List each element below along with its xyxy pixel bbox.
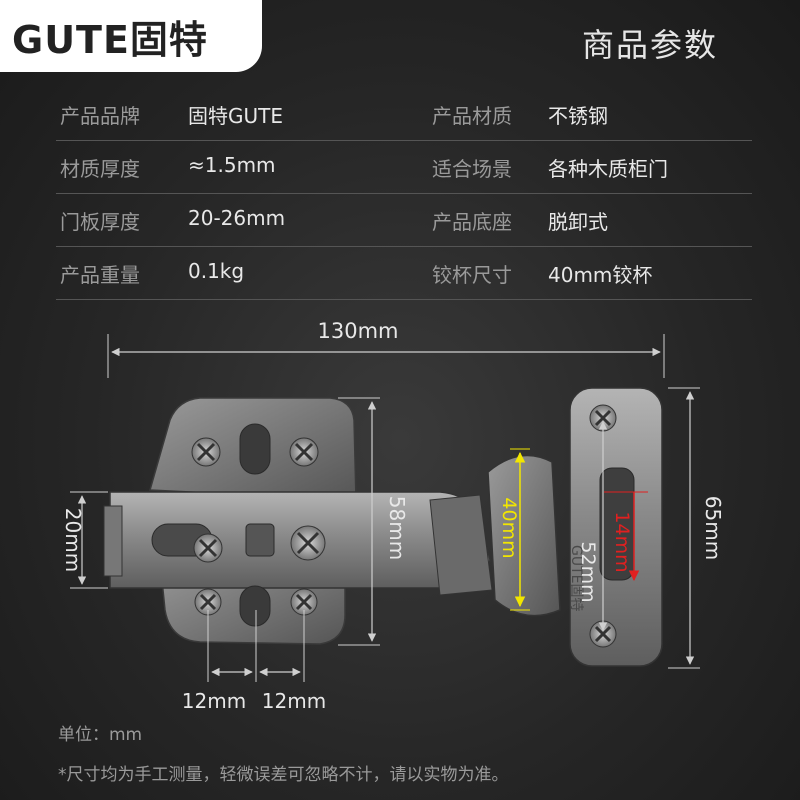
screw-icon (289, 437, 319, 467)
spec-row: 材质厚度 ≈1.5mm 适合场景 各种木质柜门 (56, 141, 752, 194)
screw-icon (589, 404, 617, 432)
dimension-cup-depth: 14mm (604, 491, 648, 582)
spec-row: 产品重量 0.1kg 铰杯尺寸 40mm铰杯 (56, 247, 752, 300)
spec-label: 产品品牌 (60, 104, 140, 128)
spec-label: 适合场景 (432, 157, 512, 181)
spec-label: 门板厚度 (60, 210, 140, 234)
dimension-plate-height: 65mm (668, 387, 725, 669)
screw-icon (193, 533, 223, 563)
screw-icon (290, 525, 326, 561)
dimension-total-width: 130mm (107, 319, 665, 378)
dim-label-cup-depth: 14mm (611, 511, 633, 572)
unit-note: 单位：mm (58, 725, 143, 745)
dim-label-screw-spacing-left: 12mm (182, 689, 246, 713)
spec-label: 铰杯尺寸 (432, 263, 512, 287)
dimension-screw-spacing: 12mm 12mm (182, 610, 326, 713)
dim-label-screw-spacing-right: 12mm (262, 689, 326, 713)
page-title: 商品参数 (582, 26, 719, 64)
dim-label-plate-height: 65mm (701, 496, 725, 560)
spec-label: 产品材质 (432, 104, 512, 128)
dim-label-base-height: 20mm (61, 508, 85, 572)
hinge-illustration: GUTE固特 (103, 387, 663, 667)
dimension-arm-height: 58mm (338, 397, 409, 646)
spec-value: 40mm铰杯 (548, 263, 653, 287)
dimension-hole-spacing: 52mm (577, 421, 608, 631)
screw-icon (589, 620, 617, 648)
spec-label: 材质厚度 (60, 157, 140, 181)
spec-row: 产品品牌 固特GUTE 产品材质 不锈钢 (56, 88, 752, 141)
spec-value: 0.1kg (188, 259, 245, 283)
spec-row: 门板厚度 20-26mm 产品底座 脱卸式 (56, 194, 752, 247)
dimension-cup-diameter: 40mm (498, 448, 530, 611)
dim-label-arm-height: 58mm (385, 496, 409, 560)
spec-value: 固特GUTE (188, 104, 283, 128)
spec-table: 产品品牌 固特GUTE 产品材质 不锈钢 材质厚度 ≈1.5mm 适合场景 各种… (56, 88, 752, 300)
spec-label: 产品重量 (60, 263, 140, 287)
spec-value: 不锈钢 (548, 104, 608, 128)
disclaimer-note: *尺寸均为手工测量，轻微误差可忽略不计，请以实物为准。 (58, 765, 509, 785)
spec-value: 20-26mm (188, 206, 286, 230)
dim-label-cup-diameter: 40mm (498, 497, 520, 558)
spec-label: 产品底座 (432, 210, 512, 234)
brand-name: GUTE固特 (12, 17, 208, 62)
screw-icon (191, 437, 221, 467)
spec-value: 脱卸式 (548, 210, 608, 234)
dim-label-total-width: 130mm (318, 319, 399, 343)
spec-value: 各种木质柜门 (548, 157, 668, 181)
dim-label-hole-spacing: 52mm (577, 541, 599, 602)
spec-value: ≈1.5mm (188, 153, 276, 177)
brand-logo: GUTE固特 (0, 0, 262, 72)
dimension-base-height: 20mm (61, 491, 108, 589)
hinge-stamp: GUTE固特 (568, 545, 584, 612)
